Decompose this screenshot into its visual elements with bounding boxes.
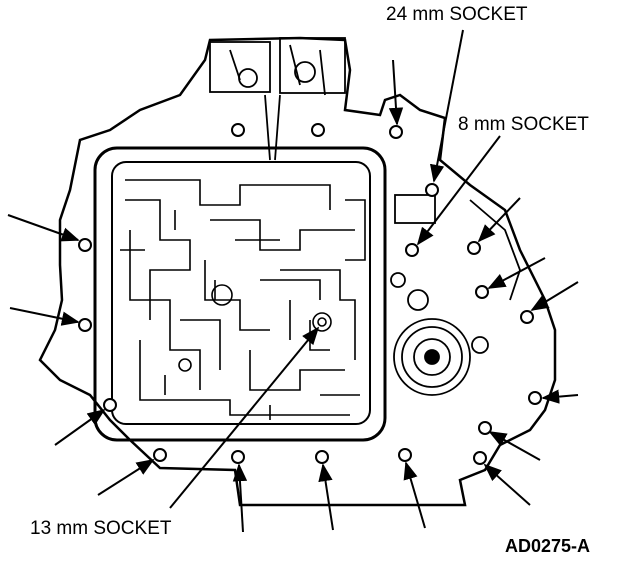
arrow-13mm-k bbox=[541, 389, 579, 404]
arrow-24mm-a bbox=[388, 59, 404, 126]
arrow-8mm-a bbox=[416, 135, 501, 246]
fluid-passages bbox=[120, 179, 366, 420]
arrow-13mm-c bbox=[54, 408, 106, 446]
arrow-24mm-b bbox=[429, 29, 464, 183]
arrow-13mm-j bbox=[488, 431, 541, 461]
label-13mm-socket: 13 mm SOCKET bbox=[30, 518, 172, 539]
arrows-24mm bbox=[388, 29, 464, 183]
arrow-13mm-e bbox=[169, 326, 320, 509]
valve-body-inner bbox=[111, 161, 371, 425]
arrow-13mm-b bbox=[9, 307, 80, 326]
arrow-13mm-f bbox=[232, 463, 248, 533]
arrows-13mm bbox=[7, 214, 579, 533]
arrow-13mm-g bbox=[318, 463, 334, 531]
label-8mm-socket: 8 mm SOCKET bbox=[458, 114, 589, 135]
label-24mm-socket: 24 mm SOCKET bbox=[386, 4, 528, 25]
arrow-8mm-b bbox=[477, 197, 521, 243]
case-outline bbox=[38, 36, 557, 507]
pump-housing bbox=[390, 194, 521, 396]
arrow-8mm-c bbox=[487, 257, 546, 289]
figure-code: AD0275-A bbox=[505, 536, 591, 556]
arrow-13mm-h bbox=[403, 461, 426, 529]
arrow-8mm-d bbox=[530, 281, 579, 311]
top-housing bbox=[209, 37, 346, 161]
arrow-13mm-d bbox=[97, 459, 155, 496]
arrow-13mm-a bbox=[7, 214, 80, 242]
arrow-13mm-i bbox=[483, 463, 531, 506]
valve-body-circles bbox=[178, 284, 332, 372]
arrows-8mm bbox=[416, 135, 579, 311]
valve-body-plate bbox=[93, 146, 387, 442]
bolt-heads bbox=[78, 123, 542, 465]
